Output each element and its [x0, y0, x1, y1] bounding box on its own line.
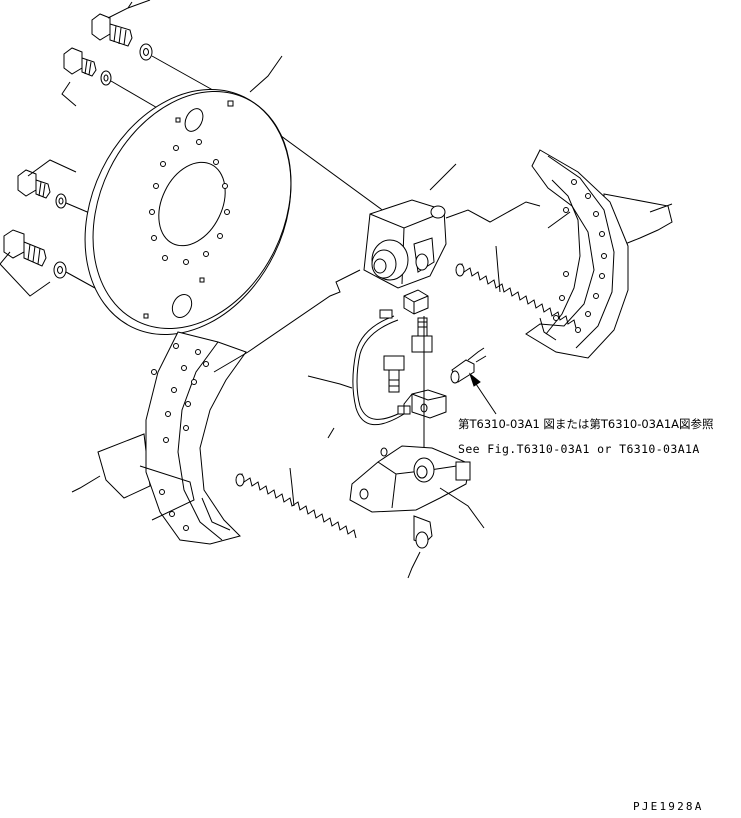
- cylinder-to-shoe-line: [445, 201, 541, 223]
- upper-return-spring: [455, 211, 577, 329]
- lower-return-spring: [235, 427, 357, 539]
- washer-top-1: [139, 43, 153, 61]
- reference-arrow: [468, 372, 497, 415]
- washer-top-2: [100, 70, 112, 86]
- bleeder-block: [403, 289, 429, 315]
- reference-note-english: See Fig.T6310-03A1 or T6310-03A1A: [458, 442, 700, 456]
- bolt-mid: [17, 169, 51, 199]
- reference-note-japanese: 第T6310-03A1 図または第T6310-03A1A図参照: [458, 417, 714, 431]
- lower-brake-shoe: [71, 331, 247, 545]
- upper-brake-shoe: [525, 149, 673, 359]
- upper-shoe-rivets: [553, 179, 607, 333]
- lower-wheel-cylinder: [349, 445, 485, 529]
- bolt-top-1: [91, 13, 133, 47]
- backing-plate: [84, 55, 292, 336]
- plate-to-shoe-line: [213, 269, 361, 373]
- bolt-circle-holes: [149, 139, 230, 265]
- bleeder-screw: [450, 347, 487, 384]
- washer-bottom: [53, 261, 67, 279]
- bolt-center-1: [411, 317, 433, 353]
- bolt-top-2: [63, 47, 97, 77]
- washer-mid: [55, 193, 67, 209]
- upper-wheel-cylinder: [363, 163, 457, 289]
- drawing-code: PJE1928A: [633, 800, 704, 813]
- bleeder-cap: [407, 515, 433, 579]
- lower-shoe-rivets: [151, 343, 209, 531]
- bolt-center-2: [383, 355, 405, 393]
- bolt-leaders: [0, 0, 151, 297]
- connector-bracket: [403, 389, 447, 419]
- bolt-bottom: [3, 229, 47, 267]
